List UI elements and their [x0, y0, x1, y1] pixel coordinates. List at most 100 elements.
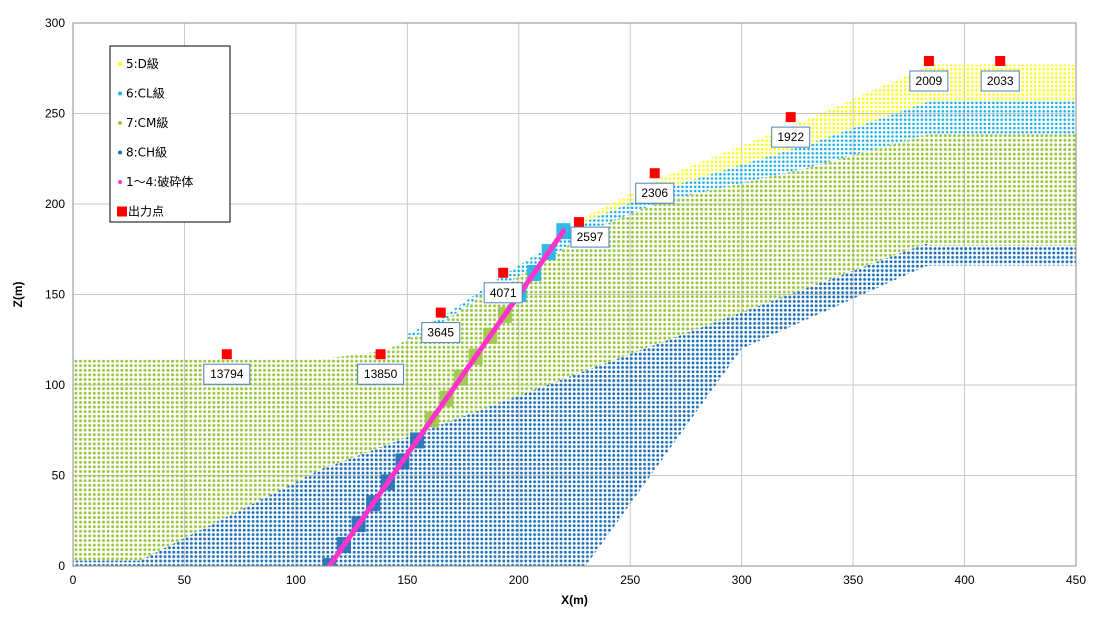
fracture-point — [447, 391, 453, 397]
fracture-point — [350, 529, 356, 536]
output-point-label-box — [483, 282, 523, 304]
fracture-point — [416, 434, 423, 440]
legend-marker — [118, 91, 122, 96]
output-point-marker — [923, 56, 934, 67]
fracture-point — [420, 429, 426, 435]
output-point-marker — [573, 217, 584, 228]
output-point-label: 1922 — [777, 130, 804, 144]
output-point-label-box — [909, 70, 949, 92]
y-tick-label: 50 — [52, 469, 66, 483]
fracture-point — [537, 262, 543, 268]
fracture-point — [430, 415, 436, 421]
x-axis-label: X(m) — [561, 593, 588, 607]
fracture-point — [544, 252, 550, 258]
rock-class-layers — [73, 64, 1076, 566]
fracture-point — [363, 510, 369, 516]
fracture-point — [400, 458, 406, 464]
fracture-point — [493, 324, 500, 330]
fracture-point — [487, 333, 493, 339]
fracture-point — [440, 400, 446, 406]
output-point-marker — [498, 267, 509, 278]
x-tick-label: 300 — [732, 573, 752, 587]
fracture-point — [547, 247, 553, 253]
fracture-point — [557, 233, 563, 239]
fracture-point — [360, 515, 366, 521]
x-tick-label: 400 — [955, 573, 975, 587]
y-tick-label: 200 — [45, 197, 65, 211]
fracture-point — [507, 305, 513, 311]
legend-marker — [118, 150, 122, 155]
output-point-label: 2597 — [577, 230, 604, 244]
fracture-point — [330, 558, 336, 564]
y-tick-label: 300 — [45, 16, 65, 30]
output-point-label-box — [421, 322, 461, 344]
output-point-marker — [649, 168, 660, 179]
legend-marker — [118, 121, 122, 125]
fracture-point — [376, 491, 383, 497]
y-tick-label: 250 — [45, 107, 65, 121]
layer-ch-class — [73, 243, 1076, 566]
output-point-label-box — [570, 226, 610, 248]
x-tick-label: 0 — [70, 573, 77, 587]
output-point-label: 13850 — [364, 367, 398, 381]
fracture-point — [470, 357, 476, 363]
legend-entry-label: 8:CH級 — [126, 146, 167, 160]
output-point-label: 2009 — [916, 74, 943, 88]
output-point-label: 2033 — [987, 74, 1014, 88]
fracture-point — [343, 539, 349, 545]
y-tick-label: 150 — [45, 288, 65, 302]
fracture-point — [356, 520, 363, 526]
output-point-label: 3645 — [427, 326, 454, 340]
fracture-point — [497, 319, 503, 325]
fracture-point — [333, 553, 339, 560]
output-point-marker — [995, 56, 1006, 67]
output-point-marker — [785, 112, 796, 123]
fracture-point — [427, 419, 433, 426]
layer-d-class — [518, 64, 1076, 266]
y-axis-label: Z(m) — [11, 282, 25, 308]
fracture-point — [450, 386, 456, 392]
output-point-label-box — [980, 70, 1020, 92]
layer-cl-class — [407, 100, 1076, 340]
y-tick-label: 100 — [45, 378, 65, 392]
output-point-label: 13794 — [210, 367, 244, 381]
legend-entry-label: 5:D級 — [126, 57, 159, 71]
fracture-point — [560, 228, 566, 234]
legend-entry-label: 出力点 — [128, 205, 164, 219]
fracture-point — [490, 329, 496, 335]
x-tick-label: 200 — [509, 573, 529, 587]
fracture-point — [523, 281, 530, 287]
fracture-point — [386, 477, 393, 483]
fracture-point — [527, 276, 533, 282]
output-point-label: 4071 — [490, 286, 517, 300]
fracture-point — [467, 362, 473, 368]
fracture-point — [413, 439, 419, 445]
fracture-point — [457, 376, 463, 383]
legend-box — [109, 45, 231, 223]
x-tick-label: 50 — [178, 573, 192, 587]
fracture-point — [530, 271, 536, 277]
fracture-point — [373, 496, 379, 502]
legend-marker — [118, 62, 122, 66]
legend-entry-label: 6:CL級 — [126, 87, 165, 101]
output-point-marker — [221, 349, 232, 360]
fracture-point — [477, 348, 483, 354]
fracture-point — [500, 314, 506, 320]
output-point-label-box — [771, 126, 811, 148]
fracture-point — [380, 486, 386, 493]
fracture-point — [550, 242, 556, 249]
fracture-point — [390, 472, 396, 478]
fracture-point — [383, 482, 389, 488]
legend-entry-label: 1〜4:破砕体 — [126, 174, 193, 189]
plot-border — [72, 22, 1077, 567]
fracture-point — [480, 343, 486, 349]
x-tick-label: 250 — [620, 573, 640, 587]
fracture-point — [346, 534, 352, 540]
x-tick-label: 350 — [843, 573, 863, 587]
fracture-point — [437, 405, 443, 411]
fracture-point — [326, 563, 332, 566]
fracture-zone-series — [322, 223, 571, 566]
legend-entry-label: 7:CM級 — [126, 116, 168, 130]
